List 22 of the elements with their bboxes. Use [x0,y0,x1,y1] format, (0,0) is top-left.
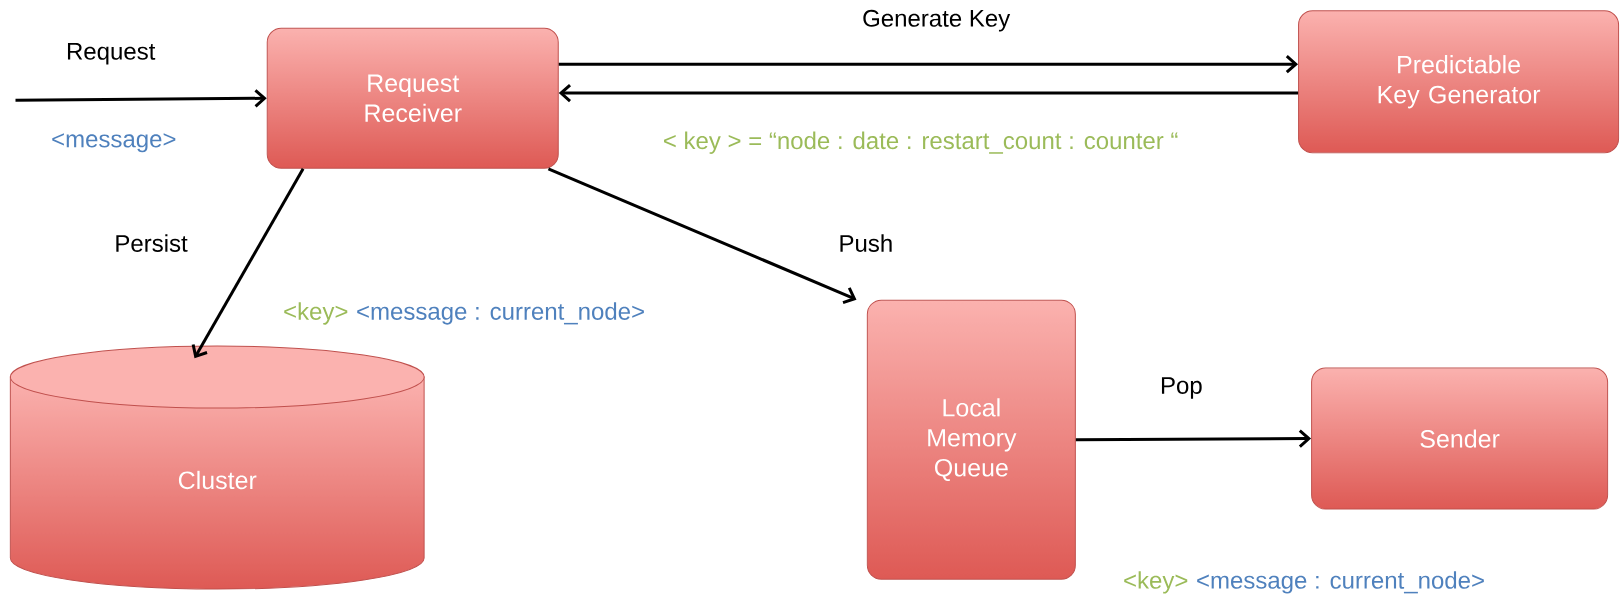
arrow [15,89,267,108]
edge-label: Push [836,232,896,254]
annotation-text: <key> [284,302,348,325]
arrow [547,167,857,305]
arrow [1075,429,1312,448]
annotation-text: <message : current_node> [1197,571,1484,594]
annotation-text: <message : current_node> [357,302,644,325]
database-cylinder: Cluster [9,345,425,590]
arrow [558,55,1299,74]
annotation-text: <key> [1124,571,1188,594]
edge-label: < key > = “node : date : restart_count : counter “ [660,129,1181,156]
process-box: Request Receiver [266,27,559,169]
arrow [191,168,305,359]
annotation-text: <message> [52,133,176,153]
process-box: Sender [1311,367,1609,510]
edge-label: Generate Key [860,7,1013,34]
edge-label: Pop [1158,375,1205,401]
edge-label: Persist [112,232,190,254]
edge-label: Request [64,41,158,67]
arrow [558,84,1299,103]
process-box: Local Memory Queue [866,299,1076,580]
process-box: Predictable Key Generator [1298,10,1620,154]
